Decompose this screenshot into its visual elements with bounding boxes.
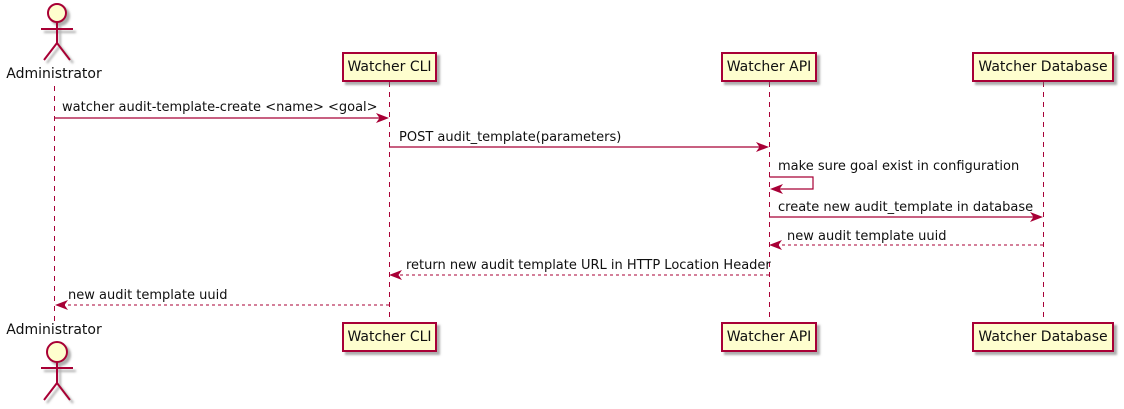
participant-box-watcher-database-top: Watcher Database xyxy=(972,52,1114,82)
actor-label-administrator-top: Administrator xyxy=(6,66,102,82)
actor-icon-administrator-top xyxy=(41,3,73,61)
message-self-loop-3 xyxy=(769,176,814,190)
actor-label-administrator-bottom: Administrator xyxy=(6,322,102,338)
message-arrowhead-2 xyxy=(756,142,769,152)
message-label-1: watcher audit-template-create <name> <go… xyxy=(62,100,378,115)
message-label-5: new audit template uuid xyxy=(787,229,947,244)
message-label-7: new audit template uuid xyxy=(68,288,228,303)
participant-box-watcher-database-bottom: Watcher Database xyxy=(972,322,1114,352)
message-label-2: POST audit_template(parameters) xyxy=(399,130,622,145)
participant-box-watcher-api-top: Watcher API xyxy=(721,52,817,82)
message-arrowhead-5 xyxy=(769,240,782,250)
actor-icon-administrator-bottom xyxy=(41,341,73,401)
participant-box-watcher-cli-top: Watcher CLI xyxy=(342,52,437,82)
message-arrowhead-3 xyxy=(770,184,783,194)
participant-box-watcher-api-bottom: Watcher API xyxy=(721,322,817,352)
participant-box-watcher-cli-bottom: Watcher CLI xyxy=(342,322,437,352)
message-label-4: create new audit_template in database xyxy=(778,200,1034,215)
message-label-6: return new audit template URL in HTTP Lo… xyxy=(406,258,771,273)
message-arrowhead-7 xyxy=(55,300,68,310)
message-label-3: make sure goal exist in configuration xyxy=(778,159,1020,174)
message-arrowhead-6 xyxy=(389,270,402,280)
message-arrowhead-1 xyxy=(376,113,389,123)
